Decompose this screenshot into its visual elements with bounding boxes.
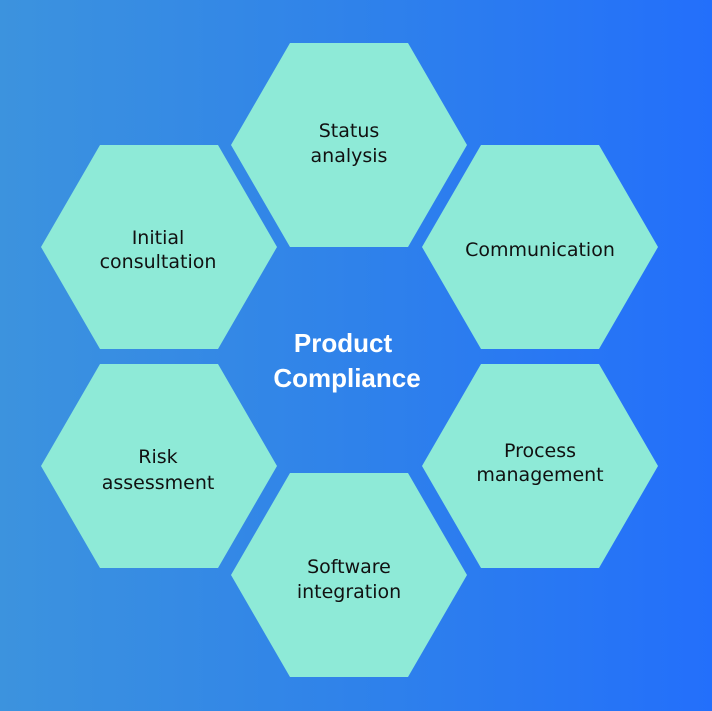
hex-risk-assessment-label-2: assessment — [102, 472, 215, 494]
hex-communication-shape — [422, 145, 658, 349]
hex-process-management-label-2: management — [476, 464, 603, 486]
hex-initial-consultation: Initial consultation — [41, 145, 277, 349]
hex-initial-consultation-label-1: Initial — [132, 227, 185, 249]
hex-risk-assessment-label-1: Risk — [138, 446, 177, 468]
hex-software-integration: Software integration — [231, 473, 467, 677]
center-title-line-1: Product — [294, 328, 393, 358]
hex-software-integration-shape — [231, 473, 467, 677]
hex-process-management: Process management — [422, 364, 658, 568]
hex-status-analysis: Status analysis — [231, 43, 467, 247]
hex-status-analysis-label-2: analysis — [311, 145, 388, 167]
hex-status-analysis-shape — [231, 43, 467, 247]
hex-initial-consultation-shape — [41, 145, 277, 349]
hex-software-integration-label-1: Software — [307, 556, 391, 578]
hex-risk-assessment: Risk assessment — [41, 364, 277, 568]
hex-status-analysis-label-1: Status — [319, 120, 380, 142]
hex-risk-assessment-shape — [41, 364, 277, 568]
hex-process-management-shape — [422, 364, 658, 568]
hex-software-integration-label-2: integration — [297, 581, 401, 603]
hex-initial-consultation-label-2: consultation — [100, 251, 217, 273]
hex-communication: Communication — [422, 145, 658, 349]
center-title-line-2: Compliance — [273, 363, 420, 393]
hex-communication-label: Communication — [465, 239, 615, 261]
center-title: Product Compliance — [273, 328, 420, 393]
hex-process-management-label-1: Process — [504, 440, 576, 462]
